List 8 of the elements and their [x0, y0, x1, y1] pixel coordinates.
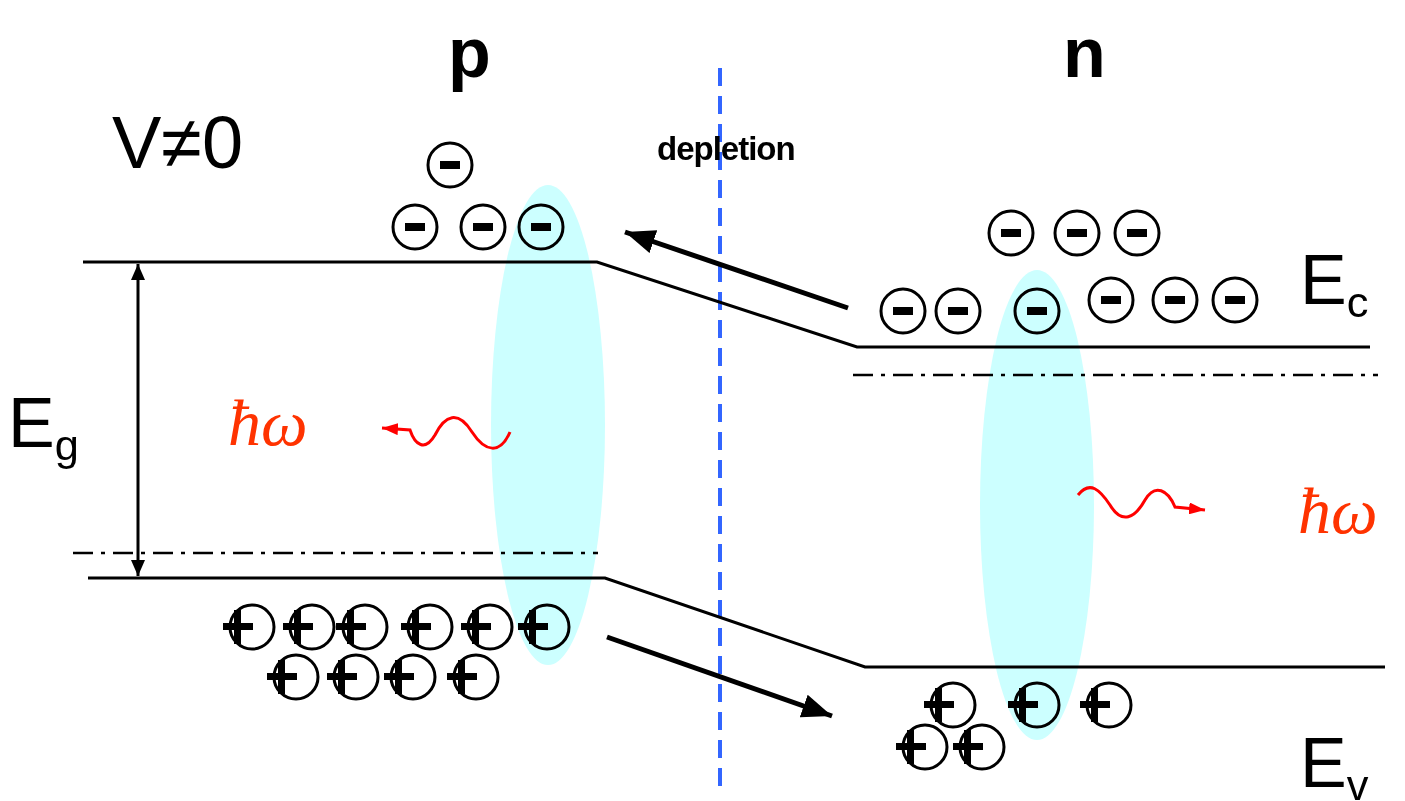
region-label: n	[1063, 18, 1106, 88]
photon-label: ħω	[1298, 478, 1378, 544]
band-label: E$_{g}$	[8, 388, 79, 468]
region-label: depletion	[657, 132, 795, 165]
voltage-label: V≠0	[112, 106, 244, 180]
photon-label: ħω	[228, 390, 308, 456]
band-label: E$_{v}$	[1300, 728, 1369, 801]
band-label: E$_{c}$	[1300, 245, 1369, 325]
